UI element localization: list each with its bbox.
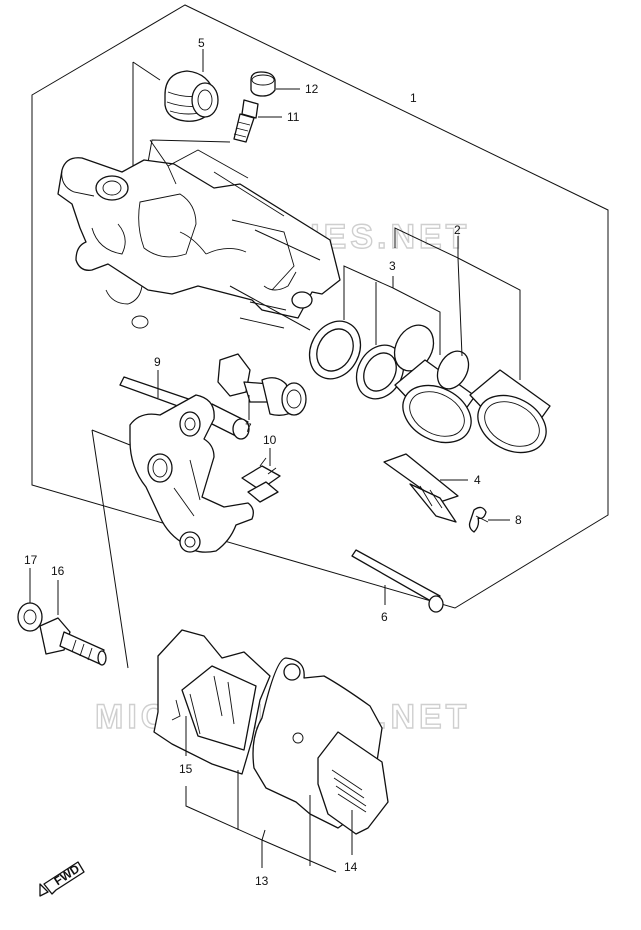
caliper-body[interactable] (57, 139, 341, 329)
callout-9[interactable]: 9 (154, 355, 161, 369)
piston-seal-ring-2a[interactable] (387, 318, 441, 377)
pad-pin-part-6[interactable] (351, 549, 444, 613)
piston-seal-part-3a[interactable] (300, 312, 371, 388)
callout-11[interactable]: 11 (287, 110, 300, 124)
callout-5[interactable]: 5 (198, 36, 205, 50)
leader-2 (394, 227, 521, 380)
boot-part-5[interactable] (164, 70, 219, 122)
callout-3[interactable]: 3 (389, 259, 396, 273)
callout-15[interactable]: 15 (179, 762, 193, 776)
retaining-clip-part-8[interactable] (468, 506, 489, 533)
leader-13 (185, 770, 337, 873)
axis-line-a (229, 229, 321, 331)
callout-7[interactable]: 7 (245, 421, 252, 435)
callout-17[interactable]: 17 (24, 553, 38, 567)
bleeder-valve-part-11[interactable] (233, 99, 259, 143)
callout-16[interactable]: 16 (51, 564, 65, 578)
leader-11-bracket (146, 139, 231, 169)
callout-13[interactable]: 13 (255, 874, 269, 888)
assembly-outline (31, 4, 609, 609)
leader-bracket-16 (91, 429, 131, 669)
brake-pad-inner[interactable] (153, 629, 271, 775)
piston-part-2b[interactable] (431, 346, 556, 464)
slide-bolt-part-7[interactable] (217, 353, 307, 416)
callout-2[interactable]: 2 (454, 223, 461, 237)
piston-seal-part-3b[interactable] (347, 337, 412, 407)
callout-4[interactable]: 4 (474, 473, 481, 487)
mounting-bolt-part-16[interactable] (39, 617, 107, 666)
pad-shim-part-14[interactable] (317, 731, 389, 835)
washer-part-17[interactable] (17, 602, 43, 632)
caliper-bracket[interactable] (129, 394, 254, 553)
callout-14[interactable]: 14 (344, 860, 358, 874)
callout-10[interactable]: 10 (263, 433, 277, 447)
pad-spring-part-4[interactable] (383, 453, 459, 523)
callout-8[interactable]: 8 (515, 513, 522, 527)
callout-6[interactable]: 6 (381, 610, 388, 624)
pad-spring-clip-part-10[interactable] (241, 457, 281, 503)
callout-12[interactable]: 12 (305, 82, 319, 96)
callout-1[interactable]: 1 (410, 91, 417, 105)
bleeder-cap-part-12[interactable] (250, 71, 276, 97)
forward-direction-icon: FWD (39, 861, 85, 897)
leader-3 (343, 265, 441, 355)
